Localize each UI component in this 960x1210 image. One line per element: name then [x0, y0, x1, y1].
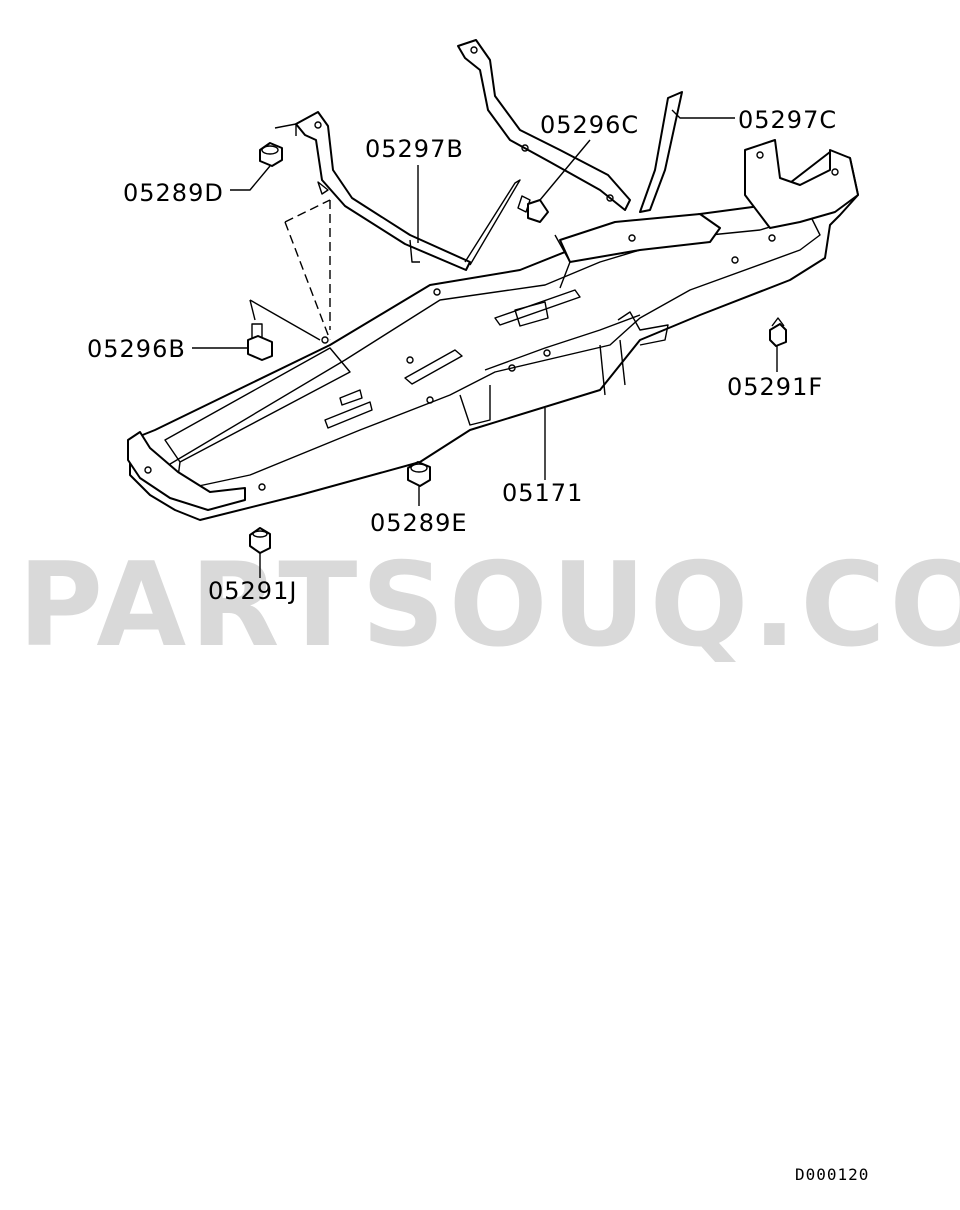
label-05297b[interactable]: 05297B: [365, 135, 464, 163]
label-05289d[interactable]: 05289D: [123, 179, 224, 207]
diagram-code: D000120: [795, 1165, 869, 1184]
watermark-text: PARTSOUQ.COM: [18, 538, 960, 673]
label-05291f[interactable]: 05291F: [727, 373, 823, 401]
label-05296b[interactable]: 05296B: [87, 335, 186, 363]
skid-plate-illustration[interactable]: [127, 139, 859, 521]
label-05171[interactable]: 05171: [502, 479, 583, 507]
bolt-05296c-illustration[interactable]: [517, 195, 549, 223]
bracket-05297c-illustration[interactable]: [457, 39, 683, 213]
clip-05291f-illustration[interactable]: [769, 317, 787, 347]
label-05296c[interactable]: 05296C: [540, 111, 639, 139]
bolt-05296b-illustration[interactable]: [247, 323, 273, 361]
label-05297c[interactable]: 05297C: [738, 106, 837, 134]
nut-05289d-illustration[interactable]: [259, 142, 283, 167]
label-05289e[interactable]: 05289E: [370, 509, 468, 537]
nut-05289e-illustration[interactable]: [407, 461, 431, 487]
clip-05291j-illustration[interactable]: [249, 527, 271, 554]
leader-lines: [192, 109, 778, 578]
label-05291j[interactable]: 05291J: [208, 577, 297, 605]
bracket-05297b-illustration[interactable]: [295, 111, 521, 271]
